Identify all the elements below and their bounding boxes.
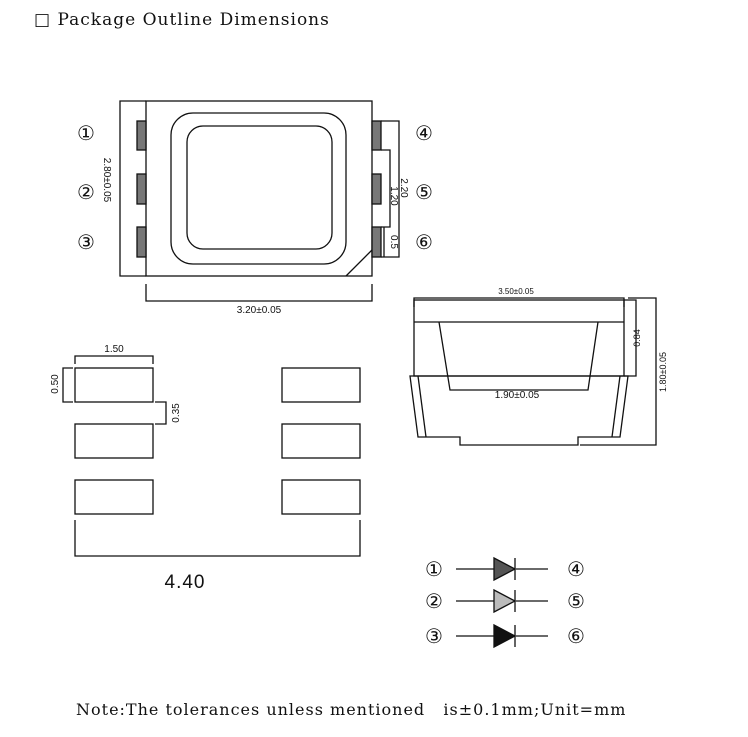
top-pad-4 (371, 120, 382, 151)
footprint-pad-2 (74, 423, 154, 459)
top-view (119, 100, 400, 302)
dim-width-text: 3.20±0.05 (237, 305, 282, 316)
side-view-right-edge (611, 375, 621, 438)
dim-pad-gap-line (155, 401, 167, 425)
dim-total-height-line (580, 297, 657, 446)
dim-pad-pitch-line (381, 120, 400, 258)
dim-total-height-text: 1.80±0.05 (658, 352, 668, 392)
dim-pad-height-text: 0.50 (50, 374, 61, 394)
top-pad-2 (136, 173, 147, 205)
side-view-left-edge (417, 375, 427, 438)
dim-pad-length-text: 1.50 (104, 344, 124, 355)
dim-length-line (413, 297, 625, 307)
dim-overall-width-text: 4.40 (165, 572, 206, 593)
footprint-pad-6 (281, 479, 361, 515)
dim-overall-width-line (74, 520, 361, 557)
tolerance-note: Note:The tolerances unless mentioned is±… (76, 700, 627, 719)
page-title: □ Package Outline Dimensions (34, 10, 330, 30)
footprint-pad-5 (281, 423, 361, 459)
schematic-pin-3: ③ (425, 624, 443, 648)
side-view-base (409, 375, 629, 446)
pin-label-5: ⑤ (415, 180, 433, 204)
schematic-pin-1: ① (425, 557, 443, 581)
dim-top-height-line (624, 299, 637, 377)
pin-label-3: ③ (77, 230, 95, 254)
side-view (409, 297, 657, 446)
pin-label-1: ① (77, 121, 95, 145)
dim-pad-span-line (381, 149, 391, 228)
dim-height-text: 2.80±0.05 (101, 158, 112, 203)
dim-window-width-text: 1.90±0.05 (495, 390, 540, 401)
dim-pad-width-text: 0.5 (388, 235, 399, 249)
dim-pad-gap-text: 0.35 (171, 403, 182, 423)
footprint (62, 355, 361, 557)
top-pad-5 (371, 173, 382, 205)
footprint-pad-4 (281, 367, 361, 403)
schematic-pin-5: ⑤ (567, 589, 585, 613)
schematic (456, 556, 548, 649)
dim-pad-height-line (62, 367, 73, 403)
dim-pad-pitch-text: 2.20 (398, 178, 409, 198)
dim-length-text: 3.50±0.05 (498, 287, 534, 296)
top-view-lens-inner (186, 125, 333, 250)
top-pad-6 (371, 226, 382, 258)
top-pad-1 (136, 120, 147, 151)
top-view-body-outline (145, 100, 373, 277)
dim-pad-span-text: 1.20 (388, 186, 399, 206)
dim-top-height-text: 0.84 (632, 329, 642, 347)
pin-label-4: ④ (415, 121, 433, 145)
schematic-pin-6: ⑥ (567, 624, 585, 648)
polarity-chamfer (345, 249, 373, 277)
pin-label-6: ⑥ (415, 230, 433, 254)
footprint-pad-1 (74, 367, 154, 403)
dim-width-line (145, 284, 373, 302)
top-view-lens-outer (170, 112, 347, 265)
side-view-cavity (438, 321, 599, 391)
diode-3 (493, 623, 517, 649)
pin-label-2: ② (77, 180, 95, 204)
schematic-pin-2: ② (425, 589, 443, 613)
schematic-pin-4: ④ (567, 557, 585, 581)
footprint-pad-3 (74, 479, 154, 515)
top-pad-3 (136, 226, 147, 258)
dim-pad-length-line (74, 355, 154, 364)
diode-1 (493, 556, 517, 582)
diode-2 (493, 588, 517, 614)
dim-height-line (119, 100, 146, 277)
